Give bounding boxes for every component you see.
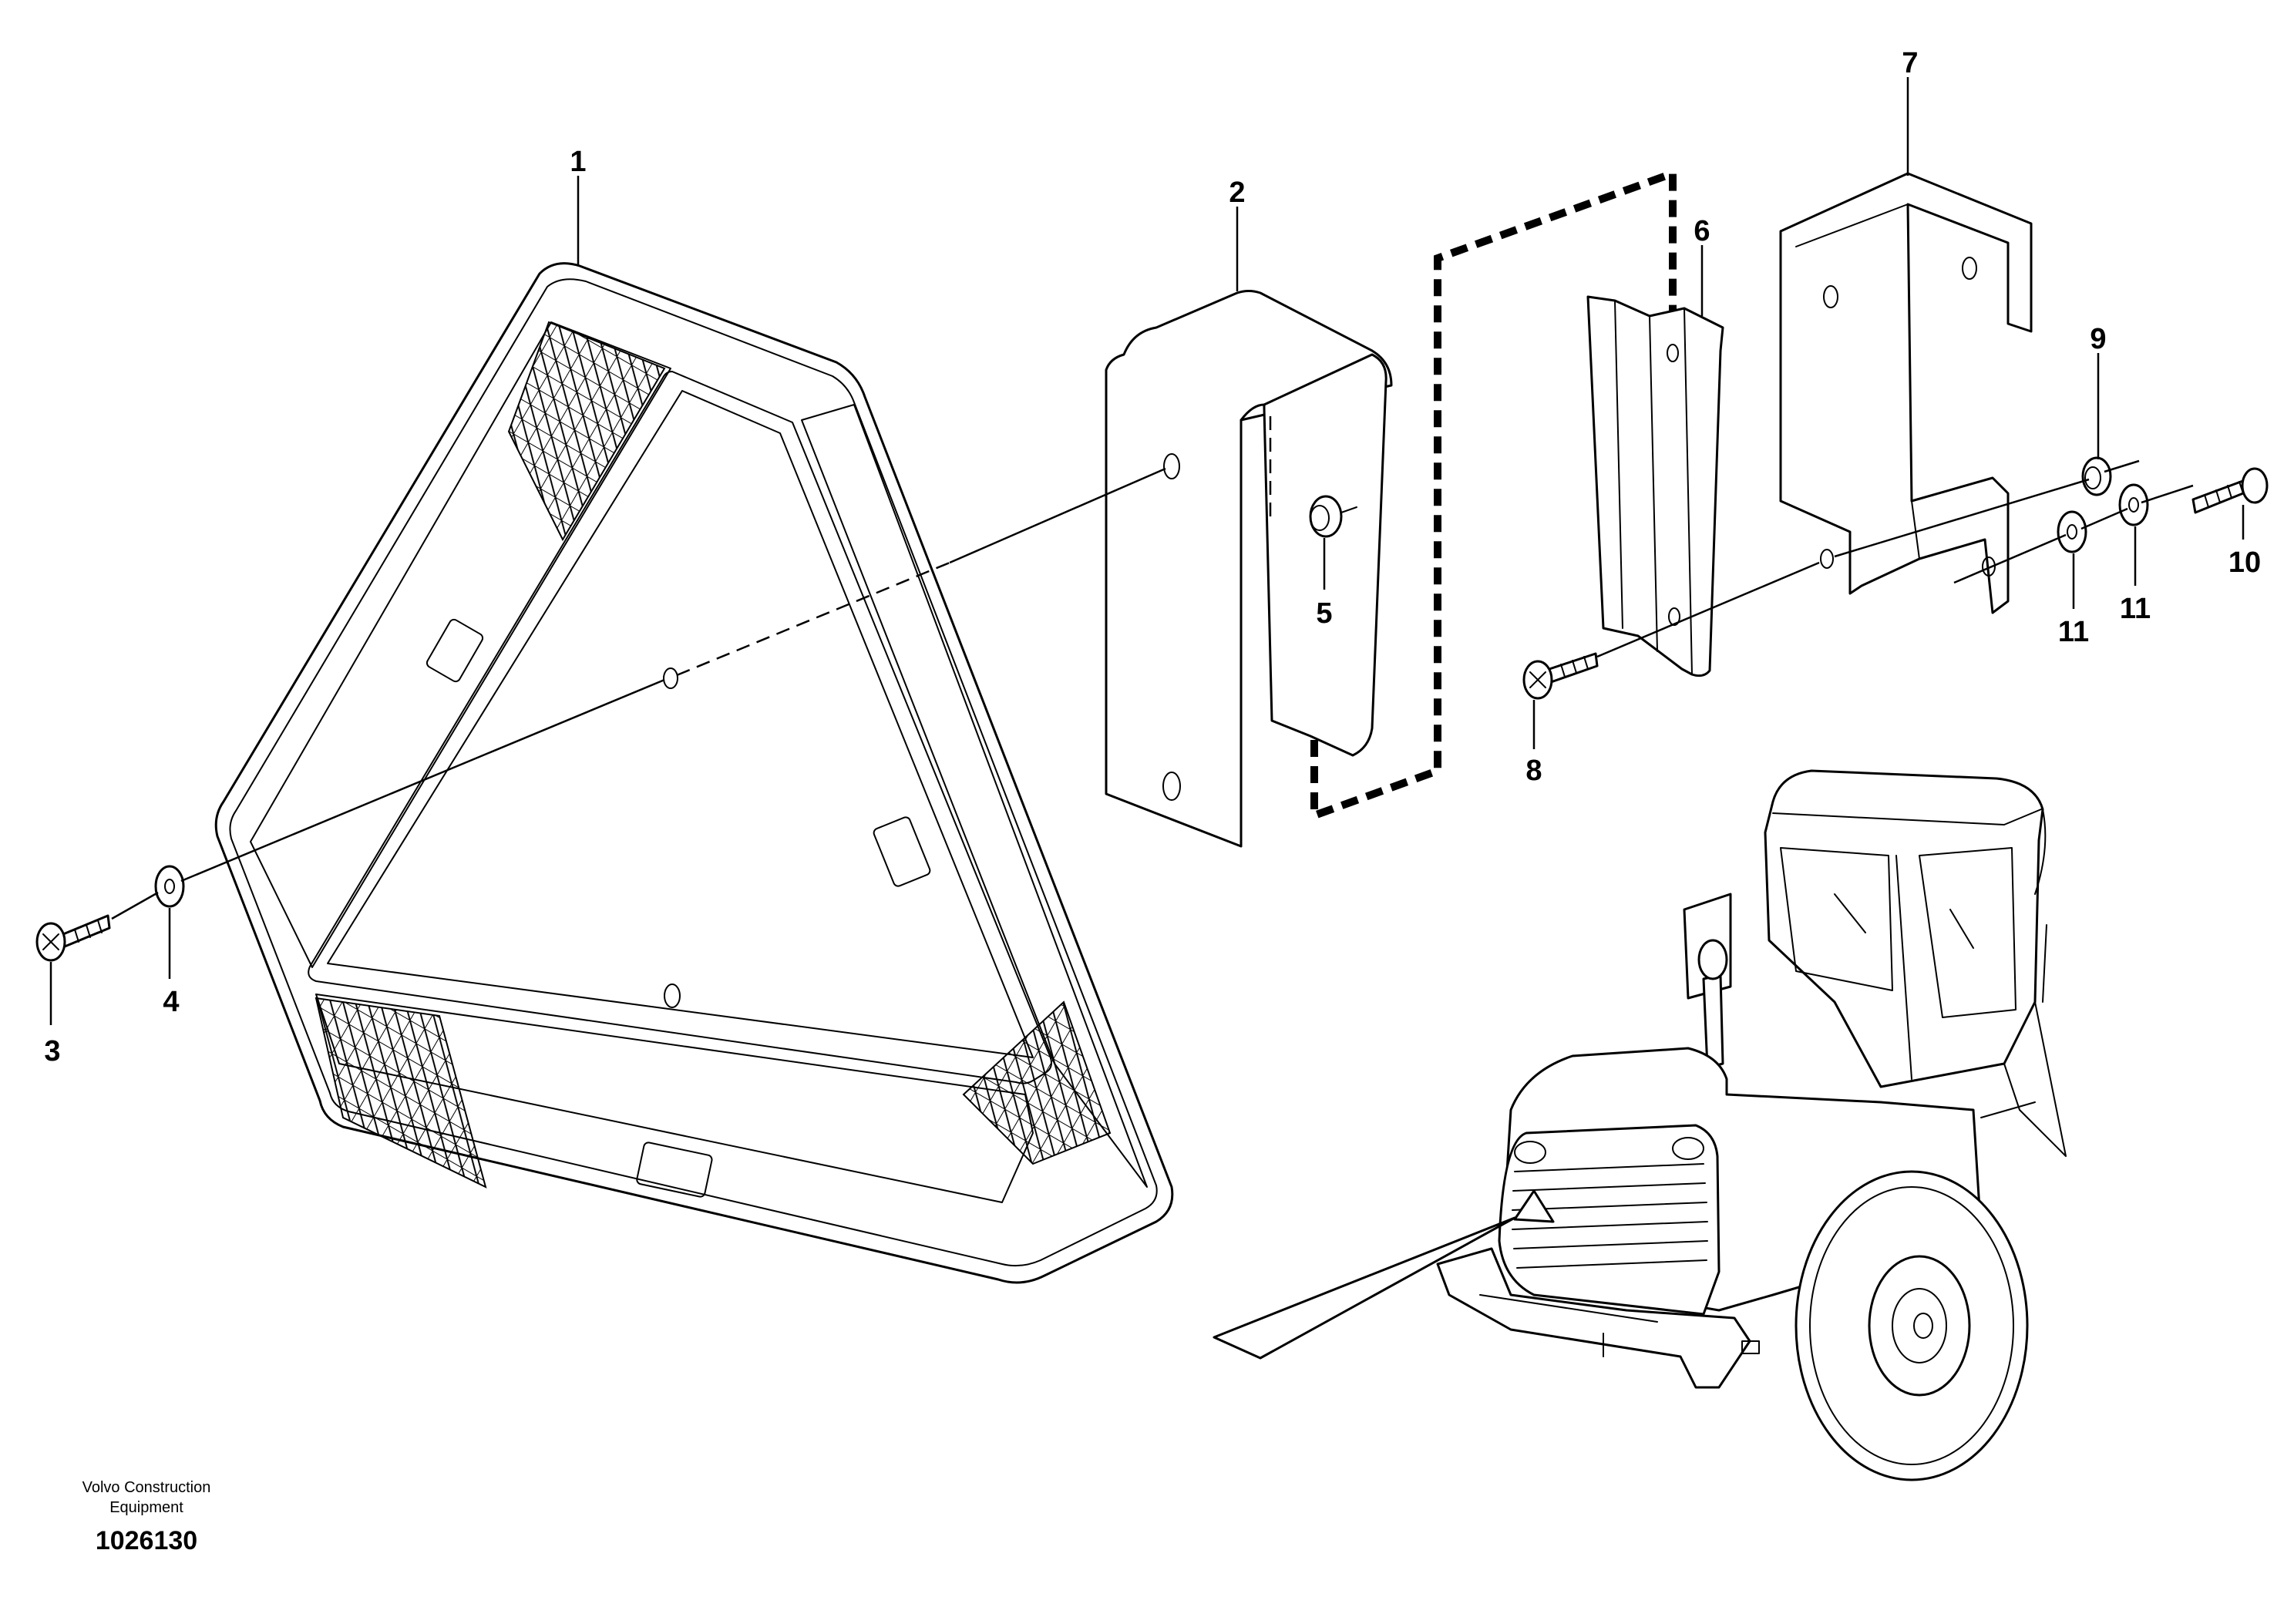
washer-11b [2118,483,2149,526]
drawing-caption: Volvo Construction Equipment 1026130 [82,1479,211,1555]
mounting-bracket-front [1105,290,1393,848]
nut-9 [2081,456,2112,496]
callout-1: 1 [570,146,586,178]
callout-9: 9 [2090,323,2106,355]
manufacturer-line-1: Volvo Construction [82,1479,211,1496]
callout-3: 3 [44,1035,60,1068]
callout-5: 5 [1316,597,1332,630]
bolt-8 [1522,652,1599,700]
manufacturer-line-2: Equipment [109,1499,183,1516]
callout-11a: 11 [2058,616,2089,648]
bolt-3 [35,914,111,962]
callout-leaders [49,77,2245,1025]
assembly-lines [111,459,2194,920]
washer-4 [154,865,185,908]
callout-11b: 11 [2120,593,2151,625]
callout-8: 8 [1525,755,1542,787]
bolt-10 [2191,467,2269,514]
drawing-number: 1026130 [96,1526,197,1555]
callout-6: 6 [1694,215,1710,247]
callout-4: 4 [163,986,179,1018]
wheel-loader-illustration [1436,769,2067,1481]
triangle-reflector [214,262,1174,1284]
callout-7: 7 [1902,47,1918,79]
mounting-bracket-u [1779,172,2033,614]
callout-labels: 1 2 3 4 5 6 7 8 9 10 11 11 [44,47,2261,1068]
callout-10: 10 [2228,546,2261,579]
assembly-dashed-outline [1310,167,1677,822]
callout-2: 2 [1229,177,1245,209]
washer-11a [2057,510,2087,553]
location-pointer [1213,1216,1516,1360]
channel-strip [1586,295,1724,678]
